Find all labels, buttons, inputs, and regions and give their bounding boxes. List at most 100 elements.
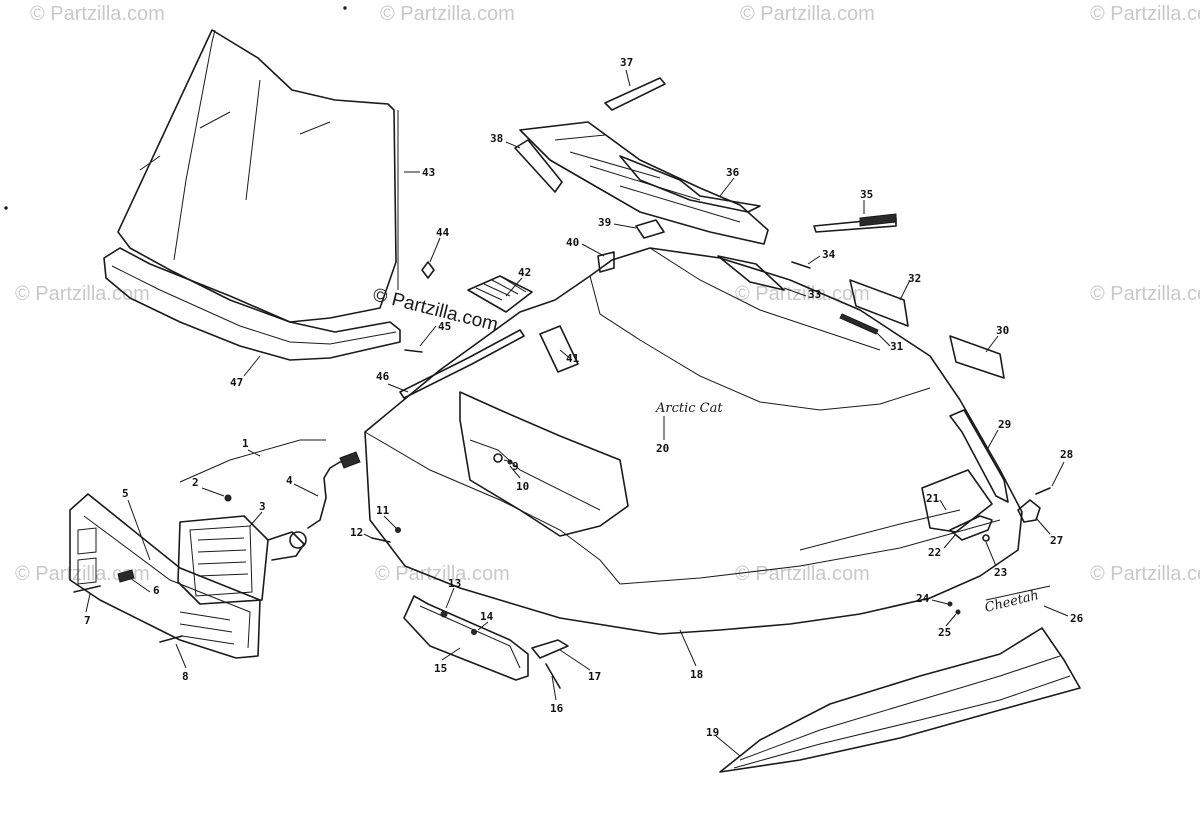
stray-mark xyxy=(4,206,8,210)
callout-2: 2 xyxy=(192,476,199,489)
side-decal-19 xyxy=(719,627,1081,773)
callout-7: 7 xyxy=(84,614,91,627)
screw-16 xyxy=(545,663,561,689)
callout-9: 9 xyxy=(512,460,519,473)
callout-21: 21 xyxy=(926,492,940,505)
callout-35: 35 xyxy=(860,188,873,201)
trim-strip-38 xyxy=(514,139,563,193)
windshield-trim-part xyxy=(103,247,401,361)
callout-labels: 1 2 3 4 5 6 7 8 9 10 11 12 13 14 15 16 1… xyxy=(84,56,1084,739)
clip-44 xyxy=(421,261,435,279)
side-trim-29 xyxy=(949,409,1009,503)
strip-46 xyxy=(399,329,525,399)
callout-33: 33 xyxy=(808,288,821,301)
screw-28 xyxy=(1035,487,1051,495)
callout-20: 20 xyxy=(656,442,669,455)
callout-6: 6 xyxy=(153,584,160,597)
watermark-text: © Partzilla.com xyxy=(1090,283,1200,305)
callout-41: 41 xyxy=(566,352,580,365)
rivet-23 xyxy=(982,534,990,542)
console-parts xyxy=(514,77,769,245)
callout-18: 18 xyxy=(690,668,703,681)
callout-24: 24 xyxy=(916,592,930,605)
callout-17: 17 xyxy=(588,670,601,683)
watermark-center-text: © Partzilla.com xyxy=(371,284,500,335)
callout-32: 32 xyxy=(908,272,921,285)
stray-mark xyxy=(343,6,347,10)
watermark-text: © Partzilla.com xyxy=(375,563,510,585)
nut-11 xyxy=(395,527,401,533)
callout-10: 10 xyxy=(516,480,529,493)
callout-44: 44 xyxy=(436,226,450,239)
lens-30 xyxy=(949,335,1005,379)
console-36 xyxy=(519,121,769,245)
bracket-17 xyxy=(531,639,569,659)
callout-11: 11 xyxy=(376,504,390,517)
screw-8 xyxy=(159,635,183,643)
bolt-9 xyxy=(493,453,503,463)
hood-opening xyxy=(459,391,629,537)
harness-4 xyxy=(307,461,357,529)
callout-22: 22 xyxy=(928,546,941,559)
callout-36: 36 xyxy=(726,166,740,179)
callout-15: 15 xyxy=(434,662,447,675)
callout-26: 26 xyxy=(1070,612,1084,625)
watermark-text: © Partzilla.com xyxy=(1090,563,1200,585)
bracket-15 xyxy=(403,595,529,681)
latch-27 xyxy=(1017,499,1041,523)
watermark-text: © Partzilla.com xyxy=(740,3,875,25)
screw-45 xyxy=(404,349,423,353)
callout-3: 3 xyxy=(259,500,266,513)
callout-42: 42 xyxy=(518,266,531,279)
grille-33 xyxy=(717,255,785,291)
callout-37: 37 xyxy=(620,56,633,69)
nut-25 xyxy=(955,609,961,615)
callout-28: 28 xyxy=(1060,448,1073,461)
latch-22 xyxy=(949,515,993,541)
watermark-text: © Partzilla.com xyxy=(15,283,150,305)
callout-27: 27 xyxy=(1050,534,1063,547)
watermark-text: © Partzilla.com xyxy=(735,563,870,585)
callout-12: 12 xyxy=(350,526,363,539)
lens-32 xyxy=(849,279,909,327)
callout-34: 34 xyxy=(822,248,836,261)
screw-12 xyxy=(371,537,391,543)
cheetah-emblem-text: Cheetah xyxy=(983,588,1040,616)
callout-38: 38 xyxy=(490,132,503,145)
watermark-text: © Partzilla.com xyxy=(735,283,870,305)
watermarks: © Partzilla.com © Partzilla.com © Partzi… xyxy=(15,3,1200,585)
harness-1 xyxy=(179,439,326,483)
callout-4: 4 xyxy=(286,474,293,487)
strip-31 xyxy=(839,313,879,335)
callout-8: 8 xyxy=(182,670,189,683)
screw-7 xyxy=(73,585,101,593)
callout-23: 23 xyxy=(994,566,1007,579)
watermark-text: © Partzilla.com xyxy=(30,3,165,25)
screw-34 xyxy=(791,261,811,269)
vent-grille-42 xyxy=(467,275,533,313)
grommet-24 xyxy=(947,601,953,607)
nut-14 xyxy=(471,629,477,635)
watermark-text: © Partzilla.com xyxy=(15,563,150,585)
trim-strip-37 xyxy=(604,77,666,111)
callout-40: 40 xyxy=(566,236,579,249)
callout-13: 13 xyxy=(448,577,461,590)
callout-5: 5 xyxy=(122,487,129,500)
clip-39 xyxy=(635,219,665,239)
leader-lines xyxy=(85,69,1069,757)
callout-45: 45 xyxy=(438,320,451,333)
callout-39: 39 xyxy=(598,216,611,229)
callout-46: 46 xyxy=(376,370,390,383)
nut-2 xyxy=(224,494,232,502)
callout-29: 29 xyxy=(998,418,1011,431)
emblem-26: Cheetah xyxy=(983,585,1051,616)
callout-19: 19 xyxy=(706,726,719,739)
spring-6 xyxy=(117,569,135,583)
watermark-text: © Partzilla.com xyxy=(1090,3,1200,25)
badge-41 xyxy=(539,325,579,373)
hood-detail-parts xyxy=(717,213,1005,379)
callout-43: 43 xyxy=(422,166,435,179)
callout-47: 47 xyxy=(230,376,243,389)
